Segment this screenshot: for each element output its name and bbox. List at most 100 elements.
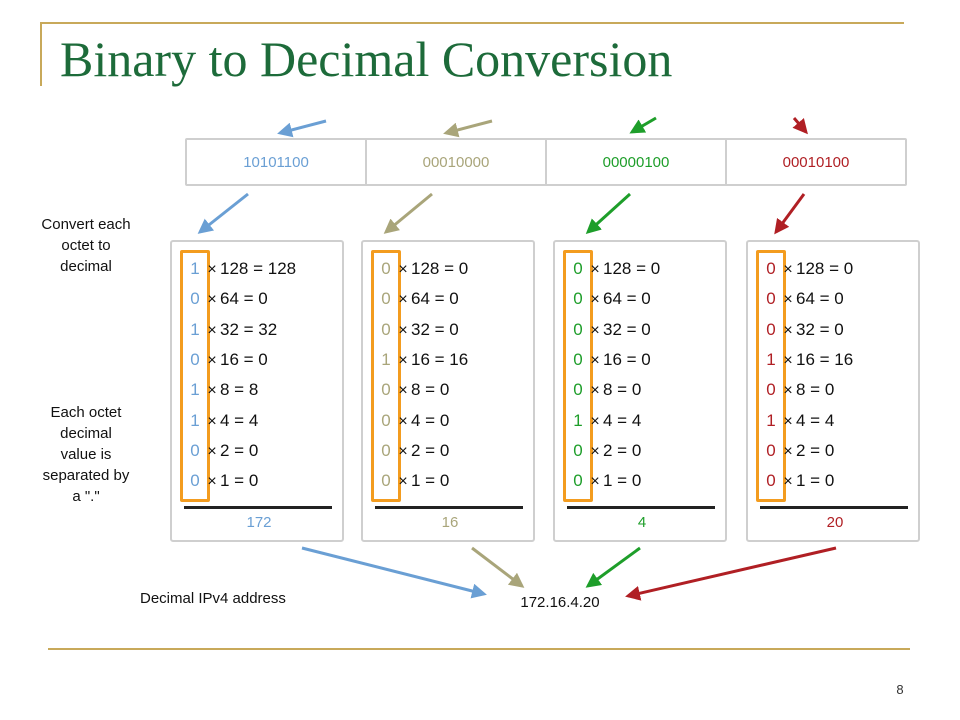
place-value-expression: 1 = 0 (220, 471, 259, 491)
conversion-row: 0×2 = 0 (569, 438, 641, 464)
multiply-sign: × (783, 321, 793, 339)
multiply-sign: × (590, 291, 600, 309)
place-value-expression: 1 = 0 (603, 471, 642, 491)
place-value-expression: 2 = 0 (411, 440, 450, 460)
sum-line (760, 506, 908, 509)
multiply-sign: × (207, 412, 217, 430)
place-value-expression: 16 = 0 (603, 349, 651, 369)
bit-value: 0 (381, 410, 391, 430)
bit-value: 0 (381, 471, 391, 491)
conversion-row: 0×64 = 0 (377, 286, 458, 312)
multiply-sign: × (398, 351, 408, 369)
conversion-row: 0×1 = 0 (569, 468, 641, 494)
bit-value: 0 (766, 259, 776, 278)
multiply-sign: × (207, 473, 217, 491)
place-value-expression: 64 = 0 (796, 289, 844, 309)
binary-octet-1: 10101100 (187, 140, 367, 184)
conversion-row: 0×2 = 0 (377, 438, 449, 464)
slide-frame-top (40, 22, 904, 24)
bit-value: 0 (190, 289, 200, 309)
place-value-expression: 2 = 0 (220, 440, 259, 460)
multiply-sign: × (783, 382, 793, 400)
place-value-expression: 64 = 0 (603, 289, 651, 309)
bit-value: 1 (766, 349, 776, 369)
place-value-expression: 8 = 0 (796, 380, 835, 400)
arrow-down-octet-2 (383, 192, 433, 234)
conversion-row: 1 ×16 = 16 (762, 347, 853, 373)
conversion-row: 0×32 = 0 (377, 317, 458, 343)
bit-value: 0 (573, 380, 583, 400)
conversion-row: 1×8 = 8 (186, 377, 258, 403)
multiply-sign: × (783, 291, 793, 309)
conversion-row: 0×2 = 0 (186, 438, 258, 464)
bit-value: 0 (190, 440, 200, 460)
slide-frame-left (40, 22, 42, 86)
decimal-total: 20 (826, 514, 844, 531)
bit-value: 0 (573, 349, 583, 369)
bit-value: 0 (573, 259, 583, 278)
bit-value: 0 (766, 471, 776, 491)
conversion-row: 0×1 = 0 (762, 468, 834, 494)
conversion-row: 0×2 = 0 (762, 438, 834, 464)
place-value-expression: 128 = 128 (220, 259, 297, 278)
place-value-expression: 32 = 0 (603, 319, 651, 339)
decimal-address-label: Decimal IPv4 address (140, 590, 286, 607)
bit-value: 0 (573, 289, 583, 309)
place-value-expression: 8 = 0 (411, 380, 450, 400)
place-value-expression: 128 = 0 (411, 259, 469, 278)
bit-value: 1 (766, 410, 776, 430)
multiply-sign: × (398, 382, 408, 400)
conversion-row: 1×32 = 32 (186, 317, 277, 343)
decimal-total: 172 (246, 514, 272, 531)
bit-column-highlight (371, 250, 401, 502)
arrow-join-octet-1 (301, 546, 487, 599)
bit-value: 0 (573, 440, 583, 460)
decimal-total: 16 (441, 514, 459, 531)
conversion-row: 1×128 = 128 (186, 256, 296, 282)
bit-value: 1 (381, 349, 391, 369)
bit-column-highlight (756, 250, 786, 502)
bit-value: 0 (381, 259, 391, 278)
conversion-row: 1×4 = 4 (762, 408, 834, 434)
multiply-sign: × (207, 351, 217, 369)
conversion-row: 0×128 = 0 (762, 256, 853, 282)
bit-value: 1 (190, 319, 200, 339)
bit-value: 0 (190, 349, 200, 369)
bit-value: 0 (190, 471, 200, 491)
conversion-row: 0×64 = 0 (762, 286, 844, 312)
multiply-sign: × (398, 412, 408, 430)
multiply-sign: × (207, 261, 217, 278)
conversion-row: 0×16 = 0 (569, 347, 651, 373)
multiply-sign: × (398, 261, 408, 278)
multiply-sign: × (783, 473, 793, 491)
multiply-sign: × (590, 321, 600, 339)
multiply-sign: × (590, 382, 600, 400)
separated-label: Each octet decimal value is separated by… (42, 404, 130, 505)
binary-octet-bar: 10101100 00010000 00000100 00010100 (185, 138, 907, 186)
conversion-row: 0×16 = 0 (186, 347, 267, 373)
slide-title: Binary to Decimal Conversion (60, 31, 673, 87)
multiply-sign: × (783, 351, 793, 369)
page-number: 8 (896, 682, 904, 697)
decimal-total: 4 (637, 514, 647, 531)
conversion-row: 0 ×64 = 0 (569, 286, 651, 312)
bit-value: 0 (381, 380, 391, 400)
conversion-row: 1×4 = 4 (569, 408, 641, 434)
multiply-sign: × (398, 442, 408, 460)
place-value-expression: 4 = 4 (220, 410, 259, 430)
sum-line (567, 506, 715, 509)
convert-label: Convert each octet to decimal (41, 216, 131, 275)
multiply-sign: × (590, 442, 600, 460)
place-value-expression: 32 = 0 (796, 319, 844, 339)
conversion-row: 0×8 = 0 (569, 377, 641, 403)
place-value-expression: 16 = 16 (796, 349, 854, 369)
sum-line (184, 506, 332, 509)
conversion-row: 0×8 = 0 (762, 377, 834, 403)
arrow-down-octet-1 (197, 192, 249, 234)
bit-value: 0 (573, 471, 583, 491)
multiply-sign: × (398, 291, 408, 309)
arrow-join-octet-4 (625, 546, 837, 601)
binary-octet-3: 00000100 (547, 140, 727, 184)
